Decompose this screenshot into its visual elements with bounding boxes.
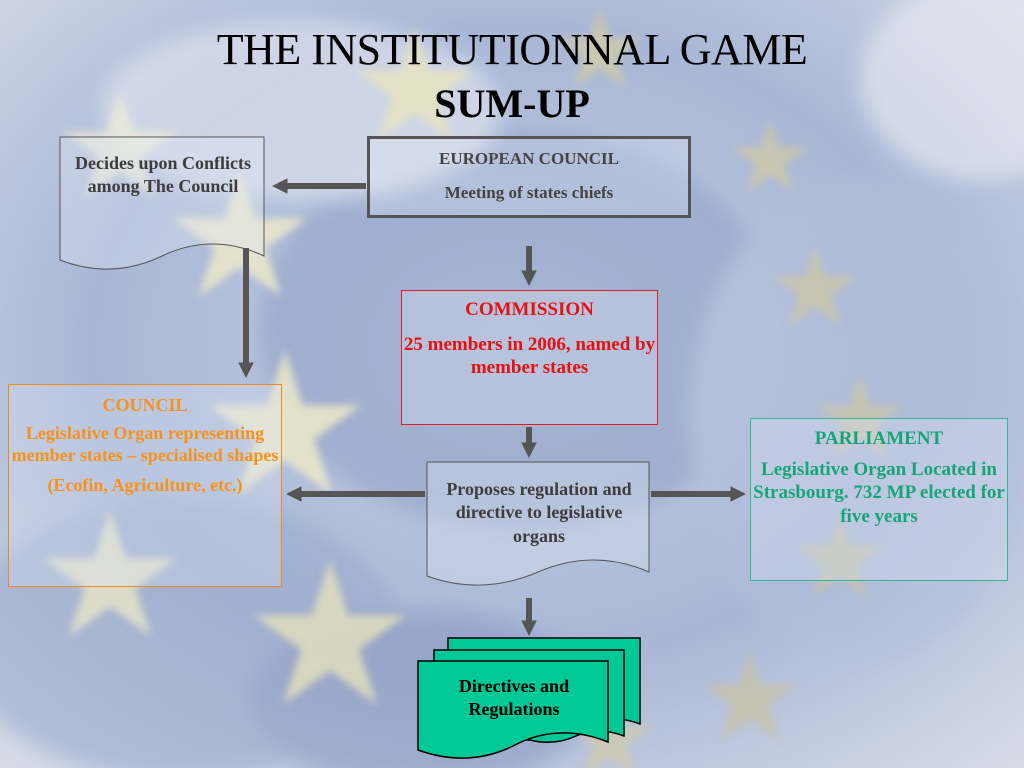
output-document-stack: [417, 637, 641, 759]
slide-subtitle: SUM-UP: [434, 81, 590, 126]
european-council-desc: Meeting of states chiefs: [444, 183, 614, 202]
parliament-desc: Legislative Organ Located in Strasbourg.…: [753, 459, 1005, 527]
commission-name: COMMISSION: [465, 299, 594, 320]
commission-box: COMMISSION 25 members in 2006, named by …: [401, 290, 658, 425]
commission-desc: 25 members in 2006, named by member stat…: [403, 334, 656, 379]
proposes-text: Proposes regulation and directive to leg…: [446, 479, 632, 546]
council-box: COUNCIL Legislative Organ representing m…: [8, 384, 282, 587]
proposes-document-shape: [426, 461, 650, 586]
european-council-box: EUROPEAN COUNCIL Meeting of states chief…: [367, 136, 691, 218]
parliament-box: PARLIAMENT Legislative Organ Located in …: [750, 418, 1008, 581]
parliament-name: PARLIAMENT: [814, 428, 944, 449]
european-council-name: EUROPEAN COUNCIL: [439, 149, 619, 168]
council-name: COUNCIL: [102, 395, 188, 415]
output-text: Directives and Regulations: [458, 676, 570, 720]
council-desc: Legislative Organ representing member st…: [11, 422, 279, 465]
conflicts-text: Decides upon Conflicts among The Council: [74, 153, 251, 197]
slide-title: THE INSTITUTIONNAL GAME: [216, 25, 808, 74]
council-examples: (Ecofin, Agriculture, etc.): [47, 474, 243, 495]
